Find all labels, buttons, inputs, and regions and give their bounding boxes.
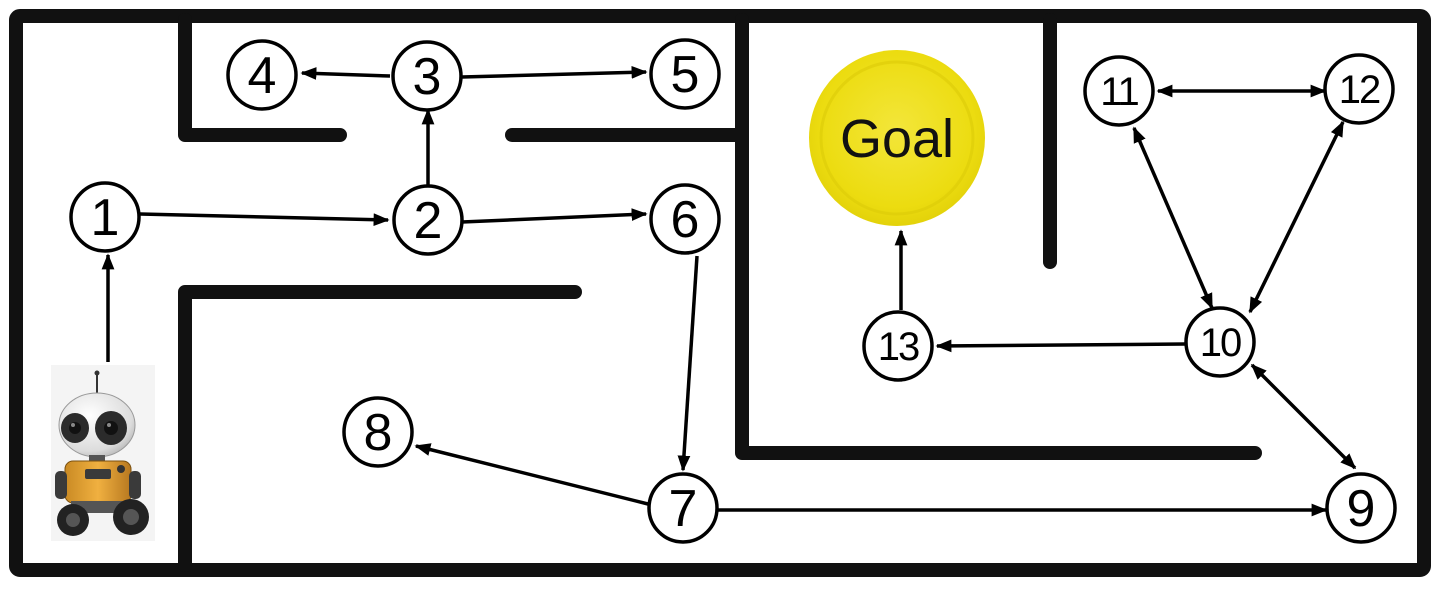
node-label: 5 [671, 46, 700, 104]
edge-10-12 [1248, 120, 1345, 314]
node-1: 1 [69, 181, 141, 253]
node-10: 10 [1184, 306, 1256, 378]
node-6: 6 [649, 183, 721, 255]
wall-center-right [735, 13, 1262, 460]
edge-2-6 [461, 208, 648, 224]
node-label: 4 [248, 47, 277, 105]
node-label: 11 [1100, 70, 1138, 114]
edge-3-4 [300, 67, 391, 80]
node-11: 11 [1083, 55, 1155, 127]
node-7: 7 [647, 472, 719, 544]
wall-bottom-left [178, 285, 582, 572]
edge-10-13 [935, 339, 1186, 353]
node-label: 2 [414, 192, 443, 250]
edge-10-9 [1250, 363, 1357, 470]
node-9: 9 [1325, 472, 1397, 544]
edges [101, 65, 1357, 517]
node-label: 13 [878, 325, 919, 369]
node-label: 10 [1200, 321, 1241, 365]
node-3: 3 [391, 40, 463, 112]
nodes: 1 2 3 4 5 6 7 8 [69, 38, 1397, 544]
node-label: 6 [671, 191, 700, 249]
node-label: 7 [669, 480, 698, 538]
goal-label: Goal [840, 109, 954, 169]
edge-7-8 [414, 443, 649, 506]
node-label: 12 [1339, 68, 1380, 112]
robot-icon [51, 365, 155, 541]
outer-wall [9, 9, 1431, 577]
edge-1-2 [139, 212, 390, 227]
node-label: 8 [364, 404, 393, 462]
node-label: 1 [91, 189, 120, 247]
node-5: 5 [649, 38, 721, 110]
node-label: 9 [1347, 480, 1376, 538]
node-label: 3 [413, 48, 442, 106]
maze-walls [9, 9, 1431, 577]
edge-10-11 [1132, 126, 1214, 310]
goal-node: Goal [809, 50, 985, 226]
edge-6-7 [677, 255, 699, 472]
edge-3-5 [461, 65, 648, 79]
node-4: 4 [226, 39, 298, 111]
node-13: 13 [862, 310, 934, 382]
node-2: 2 [392, 184, 464, 256]
node-12: 12 [1323, 53, 1395, 125]
wall-top-left [178, 13, 347, 142]
node-8: 8 [342, 396, 414, 468]
